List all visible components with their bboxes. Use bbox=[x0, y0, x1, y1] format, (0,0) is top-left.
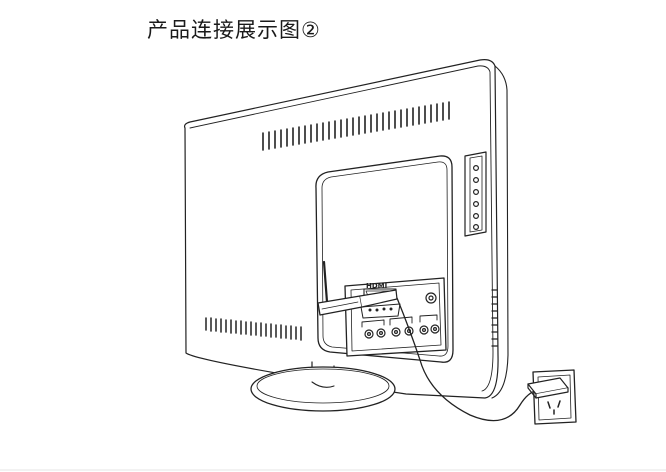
top-vent-slots bbox=[262, 101, 450, 151]
side-button-panel bbox=[464, 151, 487, 237]
tv-stand bbox=[250, 361, 396, 412]
side-edge-ports bbox=[491, 289, 498, 347]
diagram-title: 产品连接展示图② bbox=[147, 18, 321, 42]
power-cable bbox=[396, 297, 539, 422]
usb-power-adapter bbox=[527, 377, 569, 399]
bottom-vent-slots bbox=[205, 317, 302, 341]
hdmi-dongle bbox=[317, 260, 398, 316]
hdmi-port-label: HDMI bbox=[366, 282, 387, 290]
